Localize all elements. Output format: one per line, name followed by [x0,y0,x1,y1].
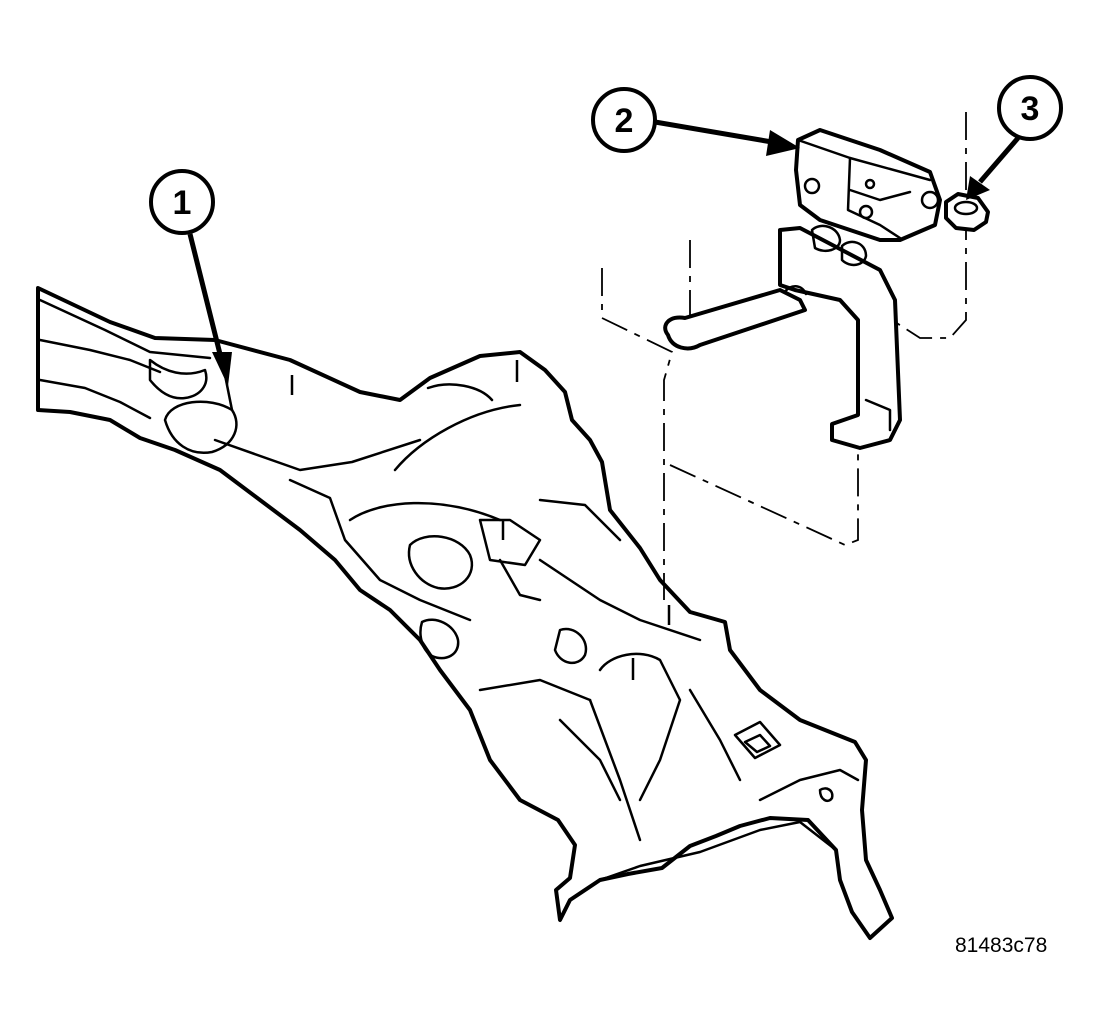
figure-id: 81483c78 [955,934,1048,957]
proportioning-valve-assembly [663,128,942,450]
callout-1-label: 1 [173,184,192,222]
callout-3: 3 [966,75,1063,200]
callout-1: 1 [149,169,232,386]
callout-2: 2 [591,87,800,156]
frame-studs [290,360,671,680]
frame-rail [36,286,894,940]
callout-3-label: 3 [1021,90,1040,128]
callout-2-label: 2 [615,102,634,140]
nut [944,192,990,232]
